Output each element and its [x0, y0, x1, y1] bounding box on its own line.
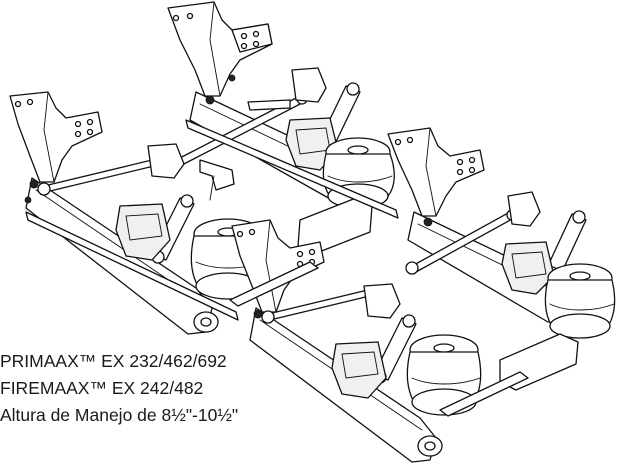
caption-model-primaax: PRIMAAX™ EX 232/462/692	[0, 351, 227, 371]
frame-cross-rails	[25, 119, 529, 417]
caption-model-firemaax: FIREMAAX™ EX 242/482	[0, 378, 204, 398]
caption-ride-height: Altura de Manejo de 8½"-10½"	[0, 405, 239, 425]
front-right-suspension	[231, 219, 482, 463]
rear-left-suspension	[167, 1, 395, 255]
rear-right-suspension	[387, 127, 616, 391]
